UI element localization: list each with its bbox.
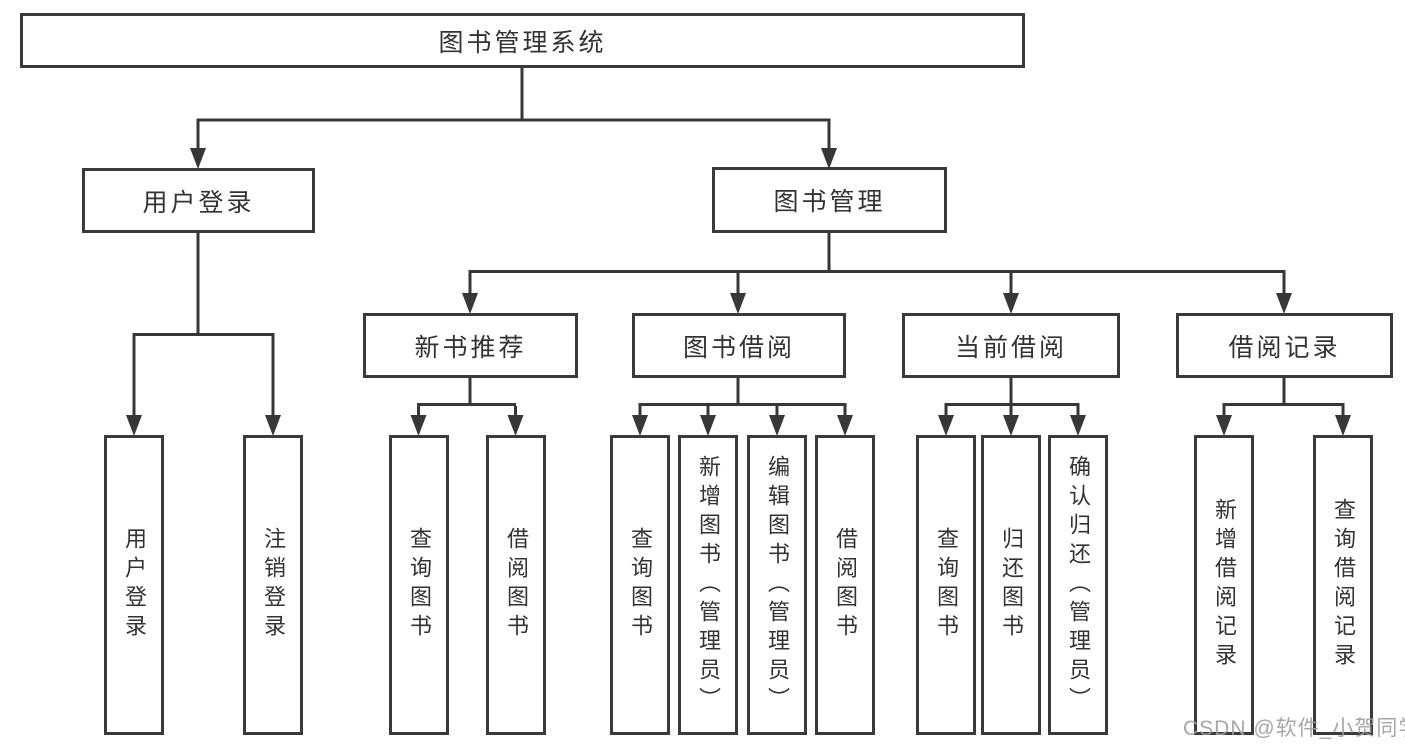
leaf-edit-books-admin: 编辑图书（管理员） bbox=[747, 435, 807, 735]
node-book-borrowing: 图书借阅 bbox=[632, 313, 846, 378]
leaf-confirm-return-admin: 确认归还（管理员） bbox=[1048, 435, 1108, 735]
node-label: 新增借阅记录 bbox=[1212, 498, 1237, 672]
watermark-text: CSDN @软件_小贺同学 bbox=[1183, 717, 1405, 740]
node-label: 查询图书 bbox=[934, 527, 959, 643]
node-label: 借阅记录 bbox=[1228, 333, 1341, 362]
node-label: 当前借阅 bbox=[954, 333, 1067, 362]
node-label: 用户登录 bbox=[122, 527, 147, 643]
leaf-borrowing-query-books: 查询图书 bbox=[610, 435, 670, 735]
node-label: 编辑图书（管理员） bbox=[765, 454, 790, 716]
node-label: 查询图书 bbox=[628, 527, 653, 643]
node-label: 图书借阅 bbox=[682, 333, 795, 362]
node-label: 图书管理系统 bbox=[438, 28, 607, 57]
node-book-management: 图书管理 bbox=[712, 167, 947, 233]
node-library-management-system: 图书管理系统 bbox=[20, 13, 1025, 68]
node-current-borrowing: 当前借阅 bbox=[902, 313, 1120, 378]
node-label: 归还图书 bbox=[999, 527, 1024, 643]
leaf-user-login: 用户登录 bbox=[104, 435, 164, 735]
node-label: 查询图书 bbox=[407, 527, 432, 643]
leaf-borrowing-borrow-books: 借阅图书 bbox=[815, 435, 875, 735]
leaf-add-books-admin: 新增图书（管理员） bbox=[678, 435, 738, 735]
leaf-add-borrow-record: 新增借阅记录 bbox=[1194, 435, 1254, 735]
node-label: 新增图书（管理员） bbox=[696, 454, 721, 716]
node-borrowing-records: 借阅记录 bbox=[1176, 313, 1393, 378]
node-new-book-recommendation: 新书推荐 bbox=[363, 313, 578, 378]
leaf-recommend-query-books: 查询图书 bbox=[389, 435, 449, 735]
node-label: 确认归还（管理员） bbox=[1066, 454, 1091, 716]
node-label: 借阅图书 bbox=[833, 527, 858, 643]
leaf-recommend-borrow-books: 借阅图书 bbox=[486, 435, 546, 735]
leaf-query-borrow-record: 查询借阅记录 bbox=[1313, 435, 1373, 735]
node-label: 注销登录 bbox=[261, 527, 286, 643]
node-label: 用户登录 bbox=[142, 188, 255, 217]
leaf-current-query-books: 查询图书 bbox=[916, 435, 976, 735]
node-label: 查询借阅记录 bbox=[1331, 498, 1356, 672]
node-label: 借阅图书 bbox=[504, 527, 529, 643]
node-user-login: 用户登录 bbox=[82, 168, 315, 233]
leaf-return-books: 归还图书 bbox=[981, 435, 1041, 735]
node-label: 新书推荐 bbox=[414, 333, 527, 362]
leaf-logout-login: 注销登录 bbox=[243, 435, 303, 735]
node-label: 图书管理 bbox=[773, 188, 886, 216]
